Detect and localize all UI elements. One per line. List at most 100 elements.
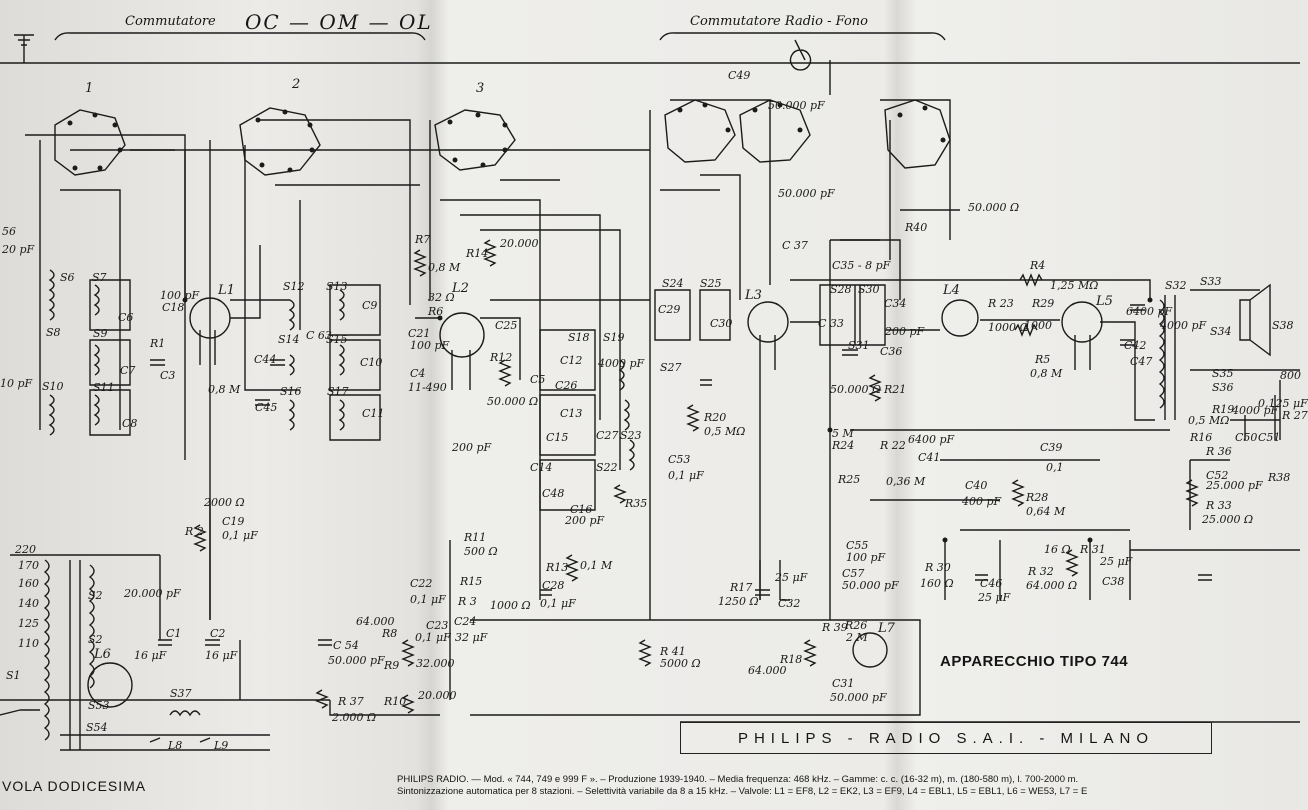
label-r24: R24 xyxy=(832,439,855,452)
resistor-R4 xyxy=(1019,273,1043,287)
label-tap-220: 220 xyxy=(15,543,36,556)
label-c18: C18 xyxy=(162,301,185,314)
label-s56-value: 20 pF xyxy=(2,243,35,256)
label-c32-value: 25 μF xyxy=(775,571,808,584)
label-c12: C12 xyxy=(560,354,583,367)
label-c48: C48 xyxy=(542,487,565,500)
label-r28: R28 xyxy=(1026,491,1049,504)
label-tap-140: 140 xyxy=(18,597,39,610)
resistor-R33 xyxy=(1185,479,1199,507)
label-c31: C31 xyxy=(832,677,855,690)
wavechange-switch-label: Commutatore xyxy=(125,14,216,29)
tube-L2-envelope xyxy=(439,312,485,358)
label-c53-value: 0,1 μF xyxy=(668,469,704,482)
label-r27-value: 800 xyxy=(1280,369,1301,382)
label-c24: C24 xyxy=(454,615,477,628)
coil-S10 xyxy=(48,394,55,436)
label-c4-value: 11-490 xyxy=(408,381,447,394)
tube-L7-envelope xyxy=(852,632,888,668)
resistor-R41 xyxy=(638,639,652,667)
footer-line-1: PHILIPS RADIO. — Mod. « 744, 749 e 999 F… xyxy=(397,774,1079,785)
label-s25: S25 xyxy=(700,277,722,290)
label-c44: C44 xyxy=(254,353,277,366)
label-s10: S10 xyxy=(42,380,64,393)
label-c14: C14 xyxy=(530,461,553,474)
footer-notes: PHILIPS RADIO. — Mod. « 744, 749 e 999 F… xyxy=(397,774,1297,798)
label-c51-value: 0,125 μF xyxy=(1258,397,1308,410)
capacitor-plates-a xyxy=(150,359,712,646)
switch-6-wiring xyxy=(840,99,960,300)
label-r41: R 41 xyxy=(660,645,686,658)
tube-L6-label: L6 xyxy=(94,647,111,662)
label-c26: C26 xyxy=(555,379,578,392)
label-s8: S8 xyxy=(46,326,61,339)
resistor-R14 xyxy=(483,239,497,267)
label-r13: R13 xyxy=(546,561,569,574)
label-r37: R 37 xyxy=(338,695,364,708)
label-c33: C 33 xyxy=(818,317,844,330)
label-c40: C40 xyxy=(965,479,988,492)
label-s28: S28 xyxy=(830,283,852,296)
label-c36-value: 200 pF xyxy=(885,325,925,338)
mains-switch xyxy=(0,709,40,716)
label-s37: S37 xyxy=(170,687,192,700)
if-transformer-2 xyxy=(819,284,886,346)
tube-L3-envelope xyxy=(747,301,789,343)
switch-number-2: 2 xyxy=(292,77,301,92)
ground-symbol xyxy=(14,34,34,63)
label-r14-value: 20.000 xyxy=(500,237,539,250)
signal-wiring-b xyxy=(415,279,1151,380)
power-wiring xyxy=(10,500,451,700)
label-c23-value: 0,1 μF xyxy=(415,631,451,644)
capacitor-plates-c xyxy=(842,304,1145,356)
label-c9: C9 xyxy=(362,299,378,312)
mains-secondary-winding xyxy=(88,564,95,689)
label-c46-value: 25 μF xyxy=(978,591,1011,604)
label-r39: R 39 xyxy=(822,621,848,634)
label-r7-value: 0,8 M xyxy=(428,261,461,274)
label-c7: C7 xyxy=(120,364,136,377)
label-c-10pf: 10 pF xyxy=(0,377,33,390)
label-r25: R25 xyxy=(838,473,861,486)
label-r36: R 36 xyxy=(1206,445,1232,458)
pilot-lamp-leads xyxy=(60,734,270,751)
label-r10-value: 20.000 xyxy=(418,689,457,702)
coils-S13-S17 xyxy=(338,289,345,431)
label-r14: R14 xyxy=(466,247,489,260)
label-s54: S54 xyxy=(86,721,108,734)
label-s16: S16 xyxy=(280,385,302,398)
resistor-R35 xyxy=(613,484,627,504)
label-s32: S32 xyxy=(1165,279,1187,292)
label-r27: R 27 xyxy=(1282,409,1308,422)
label-c51: C51 xyxy=(1258,431,1281,444)
label-s33: S33 xyxy=(1200,275,1222,288)
label-r4-value: 1,25 MΩ xyxy=(1050,279,1099,292)
label-r4: R4 xyxy=(1030,259,1046,272)
label-r1-value: 0,8 M xyxy=(208,383,241,396)
label-s24: S24 xyxy=(662,277,684,290)
label-c49: C49 xyxy=(728,69,751,82)
label-r10: R10 xyxy=(384,695,407,708)
label-c11: C11 xyxy=(362,407,385,420)
label-c28: C28 xyxy=(542,579,565,592)
loudspeaker xyxy=(1239,283,1271,357)
label-r12-value: 50.000 Ω xyxy=(487,395,539,408)
label-s27: S27 xyxy=(660,361,682,374)
label-r38: R38 xyxy=(1268,471,1291,484)
label-c45: C45 xyxy=(255,401,278,414)
label-r3: R 3 xyxy=(458,595,477,608)
label-c10: C10 xyxy=(360,356,383,369)
label-r21: R21 xyxy=(884,383,907,396)
signal-wiring-c xyxy=(790,319,1155,421)
label-s31: S31 xyxy=(848,339,870,352)
switch-2-wiring xyxy=(209,119,420,620)
resistors-R9-R10 xyxy=(401,639,415,714)
label-c19-value: 0,1 μF xyxy=(222,529,258,542)
resistor-R31 xyxy=(1065,549,1079,577)
label-s38: S38 xyxy=(1272,319,1294,332)
label-r32: R 32 xyxy=(1028,565,1054,578)
switch-3-wafer xyxy=(434,109,516,171)
label-r23: R 23 xyxy=(988,297,1014,310)
choke-S37 xyxy=(169,710,201,717)
label-r2: R 2 xyxy=(185,525,204,538)
